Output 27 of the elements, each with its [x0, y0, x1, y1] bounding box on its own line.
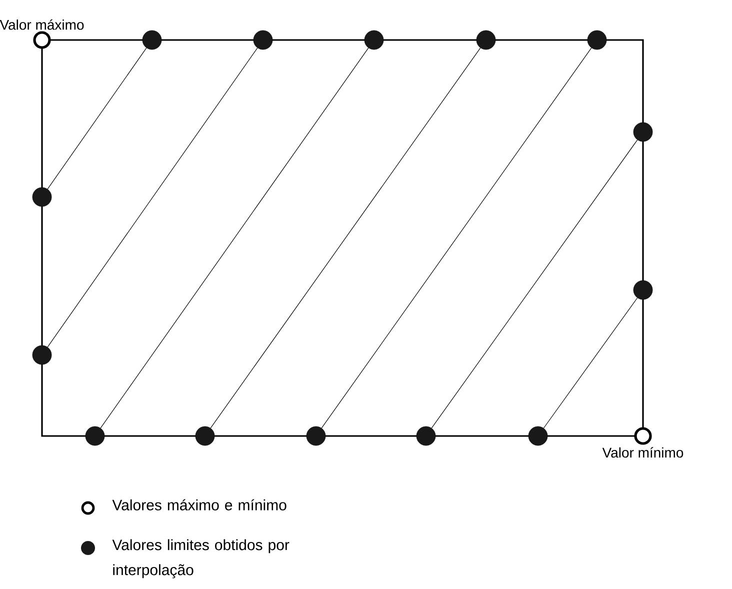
line	[210, 48, 481, 428]
open-circle	[634, 427, 652, 445]
filled-dot	[253, 30, 273, 50]
legend-text: Valores máximo e mínimo	[112, 499, 286, 510]
filled-dot	[633, 280, 653, 300]
filled-dot	[142, 30, 162, 50]
line	[47, 48, 147, 190]
value-label: Valor mínimo	[602, 447, 684, 458]
filled-dot	[85, 426, 105, 446]
filled-dot	[32, 187, 52, 207]
line	[321, 48, 592, 428]
legend-text: Valores limites obtidos por interpolação	[112, 539, 290, 578]
filled-dot	[528, 426, 548, 446]
filled-dot	[587, 30, 607, 50]
filled-dot	[633, 122, 653, 142]
value-label: Valor máximo	[0, 19, 84, 30]
filled-dot	[195, 426, 215, 446]
filled-dot	[476, 30, 496, 50]
filled-dot	[416, 426, 436, 446]
line	[543, 298, 638, 428]
line	[100, 48, 369, 428]
open-circle	[33, 31, 51, 49]
line	[431, 140, 638, 428]
filled-dot	[364, 30, 384, 50]
filled-dot	[32, 345, 52, 365]
line	[47, 48, 258, 348]
filled-dot	[306, 426, 326, 446]
